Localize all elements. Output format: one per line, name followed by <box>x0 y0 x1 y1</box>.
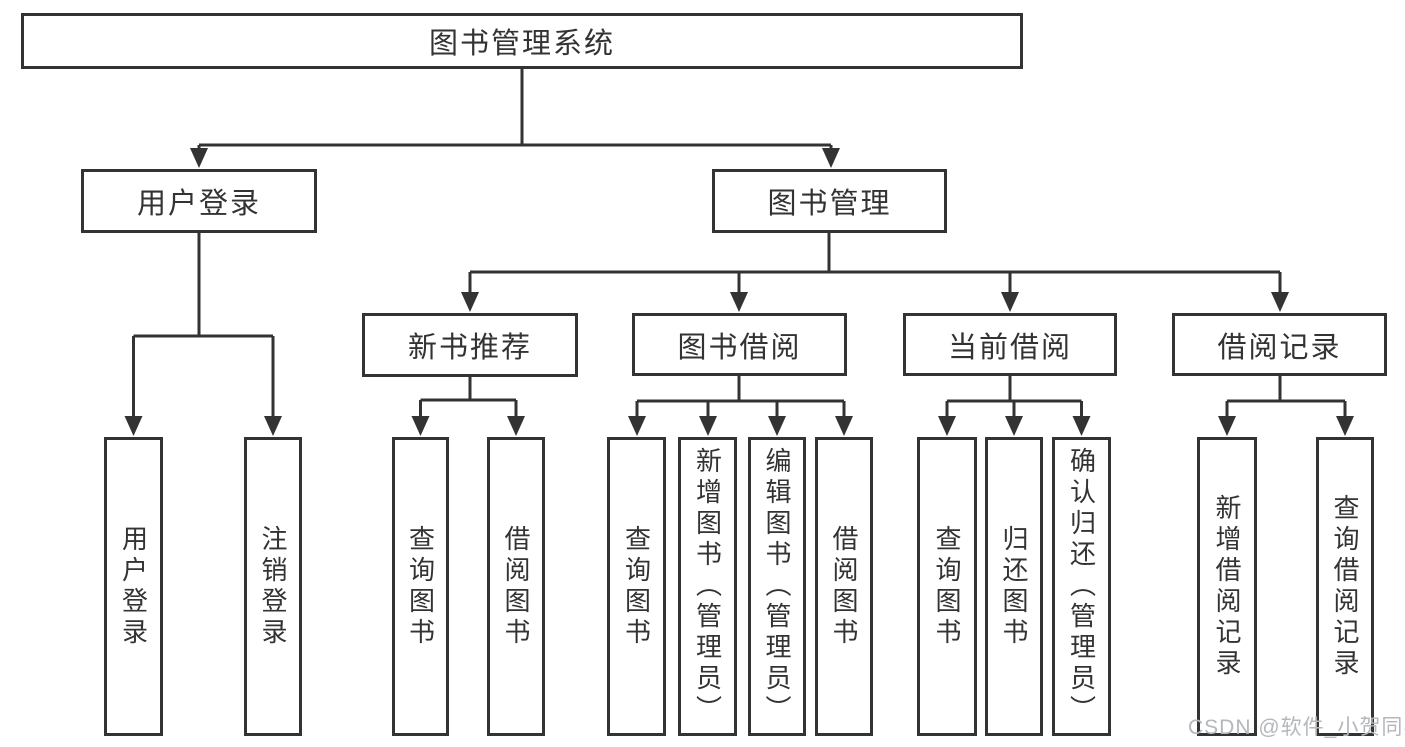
node-label: 注销登录 <box>258 524 288 649</box>
node-label: 归还图书 <box>999 524 1029 649</box>
arrowheads-level3 <box>461 292 1289 312</box>
node-book-management: 图书管理 <box>712 169 947 233</box>
node-label: 新增借阅记录 <box>1212 493 1242 680</box>
node-label: 借阅图书 <box>829 524 859 649</box>
node-root: 图书管理系统 <box>21 13 1023 69</box>
leaf-return-books: 归还图书 <box>985 437 1043 736</box>
leaf-add-books-admin: 新增图书（管理员） <box>678 437 737 736</box>
leaf-query-books-recommend: 查询图书 <box>392 437 449 736</box>
node-label: 查询图书 <box>621 524 652 649</box>
node-label: 新书推荐 <box>407 332 532 364</box>
node-label: 图书管理系统 <box>428 28 615 60</box>
connector-book-management-to-level3 <box>468 233 1282 293</box>
node-borrowing-records: 借阅记录 <box>1172 313 1387 376</box>
connector-user-login-children <box>132 233 275 417</box>
csdn-watermark: CSDN @软件_小贺同学 <box>1188 716 1405 739</box>
node-label: 编辑图书（管理员） <box>762 447 792 726</box>
connector-root-to-level2 <box>197 69 833 149</box>
leaf-query-books-current: 查询图书 <box>917 437 977 736</box>
node-label: 借阅图书 <box>501 524 531 649</box>
arrowheads-current-borrowing-children <box>938 416 1091 436</box>
leaf-borrow-books-recommend: 借阅图书 <box>487 437 545 736</box>
leaf-borrow-books-borrowing: 借阅图书 <box>815 437 873 736</box>
node-label: 用户登录 <box>136 188 261 220</box>
leaf-logout: 注销登录 <box>244 437 302 736</box>
node-user-login: 用户登录 <box>81 169 317 233</box>
node-label: 用户登录 <box>118 524 149 649</box>
leaf-query-borrow-record: 查询借阅记录 <box>1316 437 1374 736</box>
arrowheads-book-borrowing-children <box>628 416 853 436</box>
node-book-borrowing: 图书借阅 <box>632 313 847 376</box>
leaf-edit-books-admin: 编辑图书（管理员） <box>748 437 806 736</box>
connector-book-borrowing-children <box>635 376 846 417</box>
arrowheads-new-book-recommend-children <box>411 416 525 436</box>
node-label: 借阅记录 <box>1217 331 1342 364</box>
node-label: 图书管理 <box>767 188 892 220</box>
arrowheads-borrowing-records-children <box>1218 416 1354 436</box>
node-label: 新增图书（管理员） <box>692 447 723 726</box>
node-new-book-recommend: 新书推荐 <box>362 313 578 377</box>
leaf-query-books-borrowing: 查询图书 <box>607 437 666 736</box>
node-current-borrowing: 当前借阅 <box>903 313 1117 376</box>
node-label: 查询图书 <box>932 524 962 649</box>
connector-current-borrowing-children <box>945 376 1083 417</box>
node-label: 查询图书 <box>405 524 436 649</box>
connector-borrowing-records-children <box>1225 376 1347 417</box>
node-label: 确认归还（管理员） <box>1066 447 1097 726</box>
node-label: 图书借阅 <box>677 331 802 364</box>
leaf-confirm-return-admin: 确认归还（管理员） <box>1052 437 1111 736</box>
arrowheads-level2 <box>190 148 840 168</box>
node-label: 查询借阅记录 <box>1330 493 1360 680</box>
leaf-add-borrow-record: 新增借阅记录 <box>1197 437 1257 736</box>
node-label: 当前借阅 <box>947 331 1072 364</box>
arrowheads-user-login-children <box>124 416 282 436</box>
connector-new-book-recommend-children <box>419 377 518 417</box>
leaf-user-login: 用户登录 <box>104 437 163 736</box>
